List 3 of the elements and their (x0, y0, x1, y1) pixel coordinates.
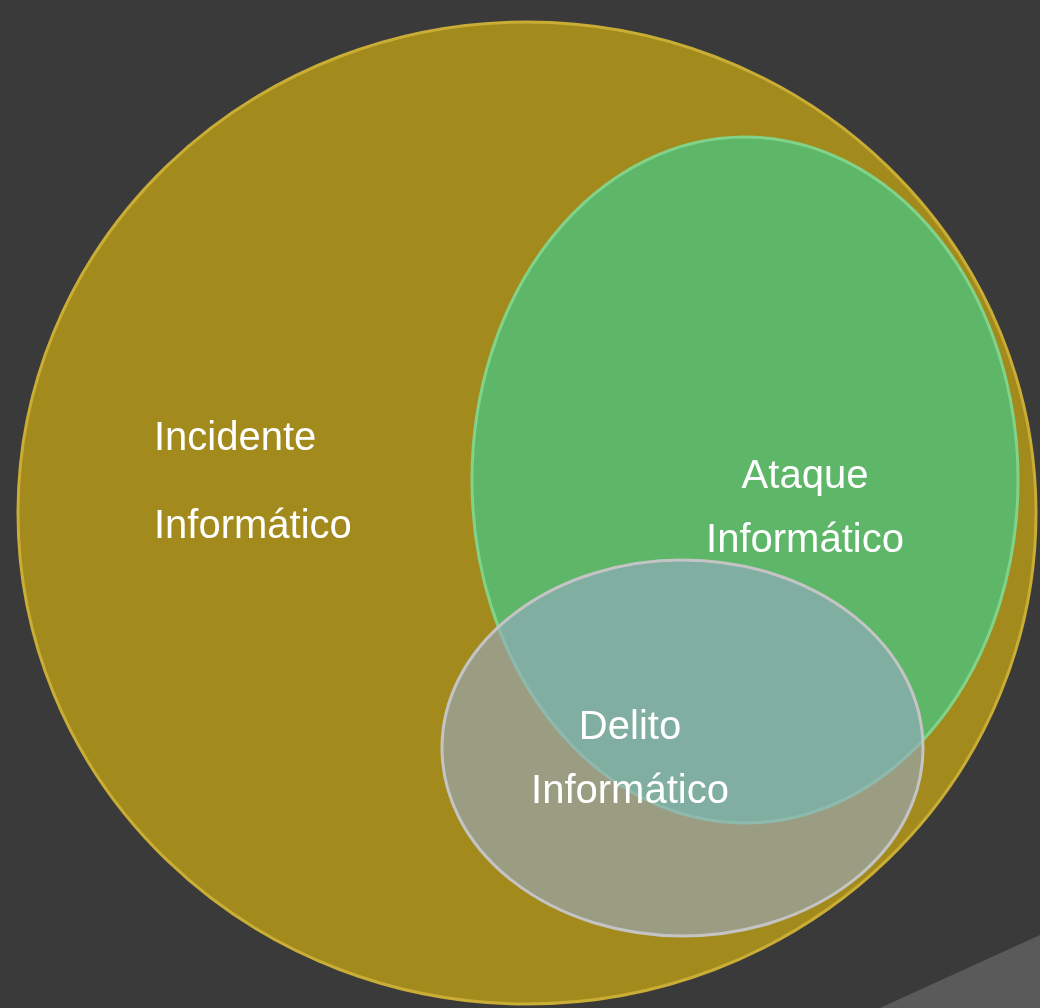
set-label: Ataque Informático (705, 451, 905, 562)
set-label: Incidente Informático (154, 413, 353, 548)
set-label: Delito Informático (530, 702, 730, 813)
